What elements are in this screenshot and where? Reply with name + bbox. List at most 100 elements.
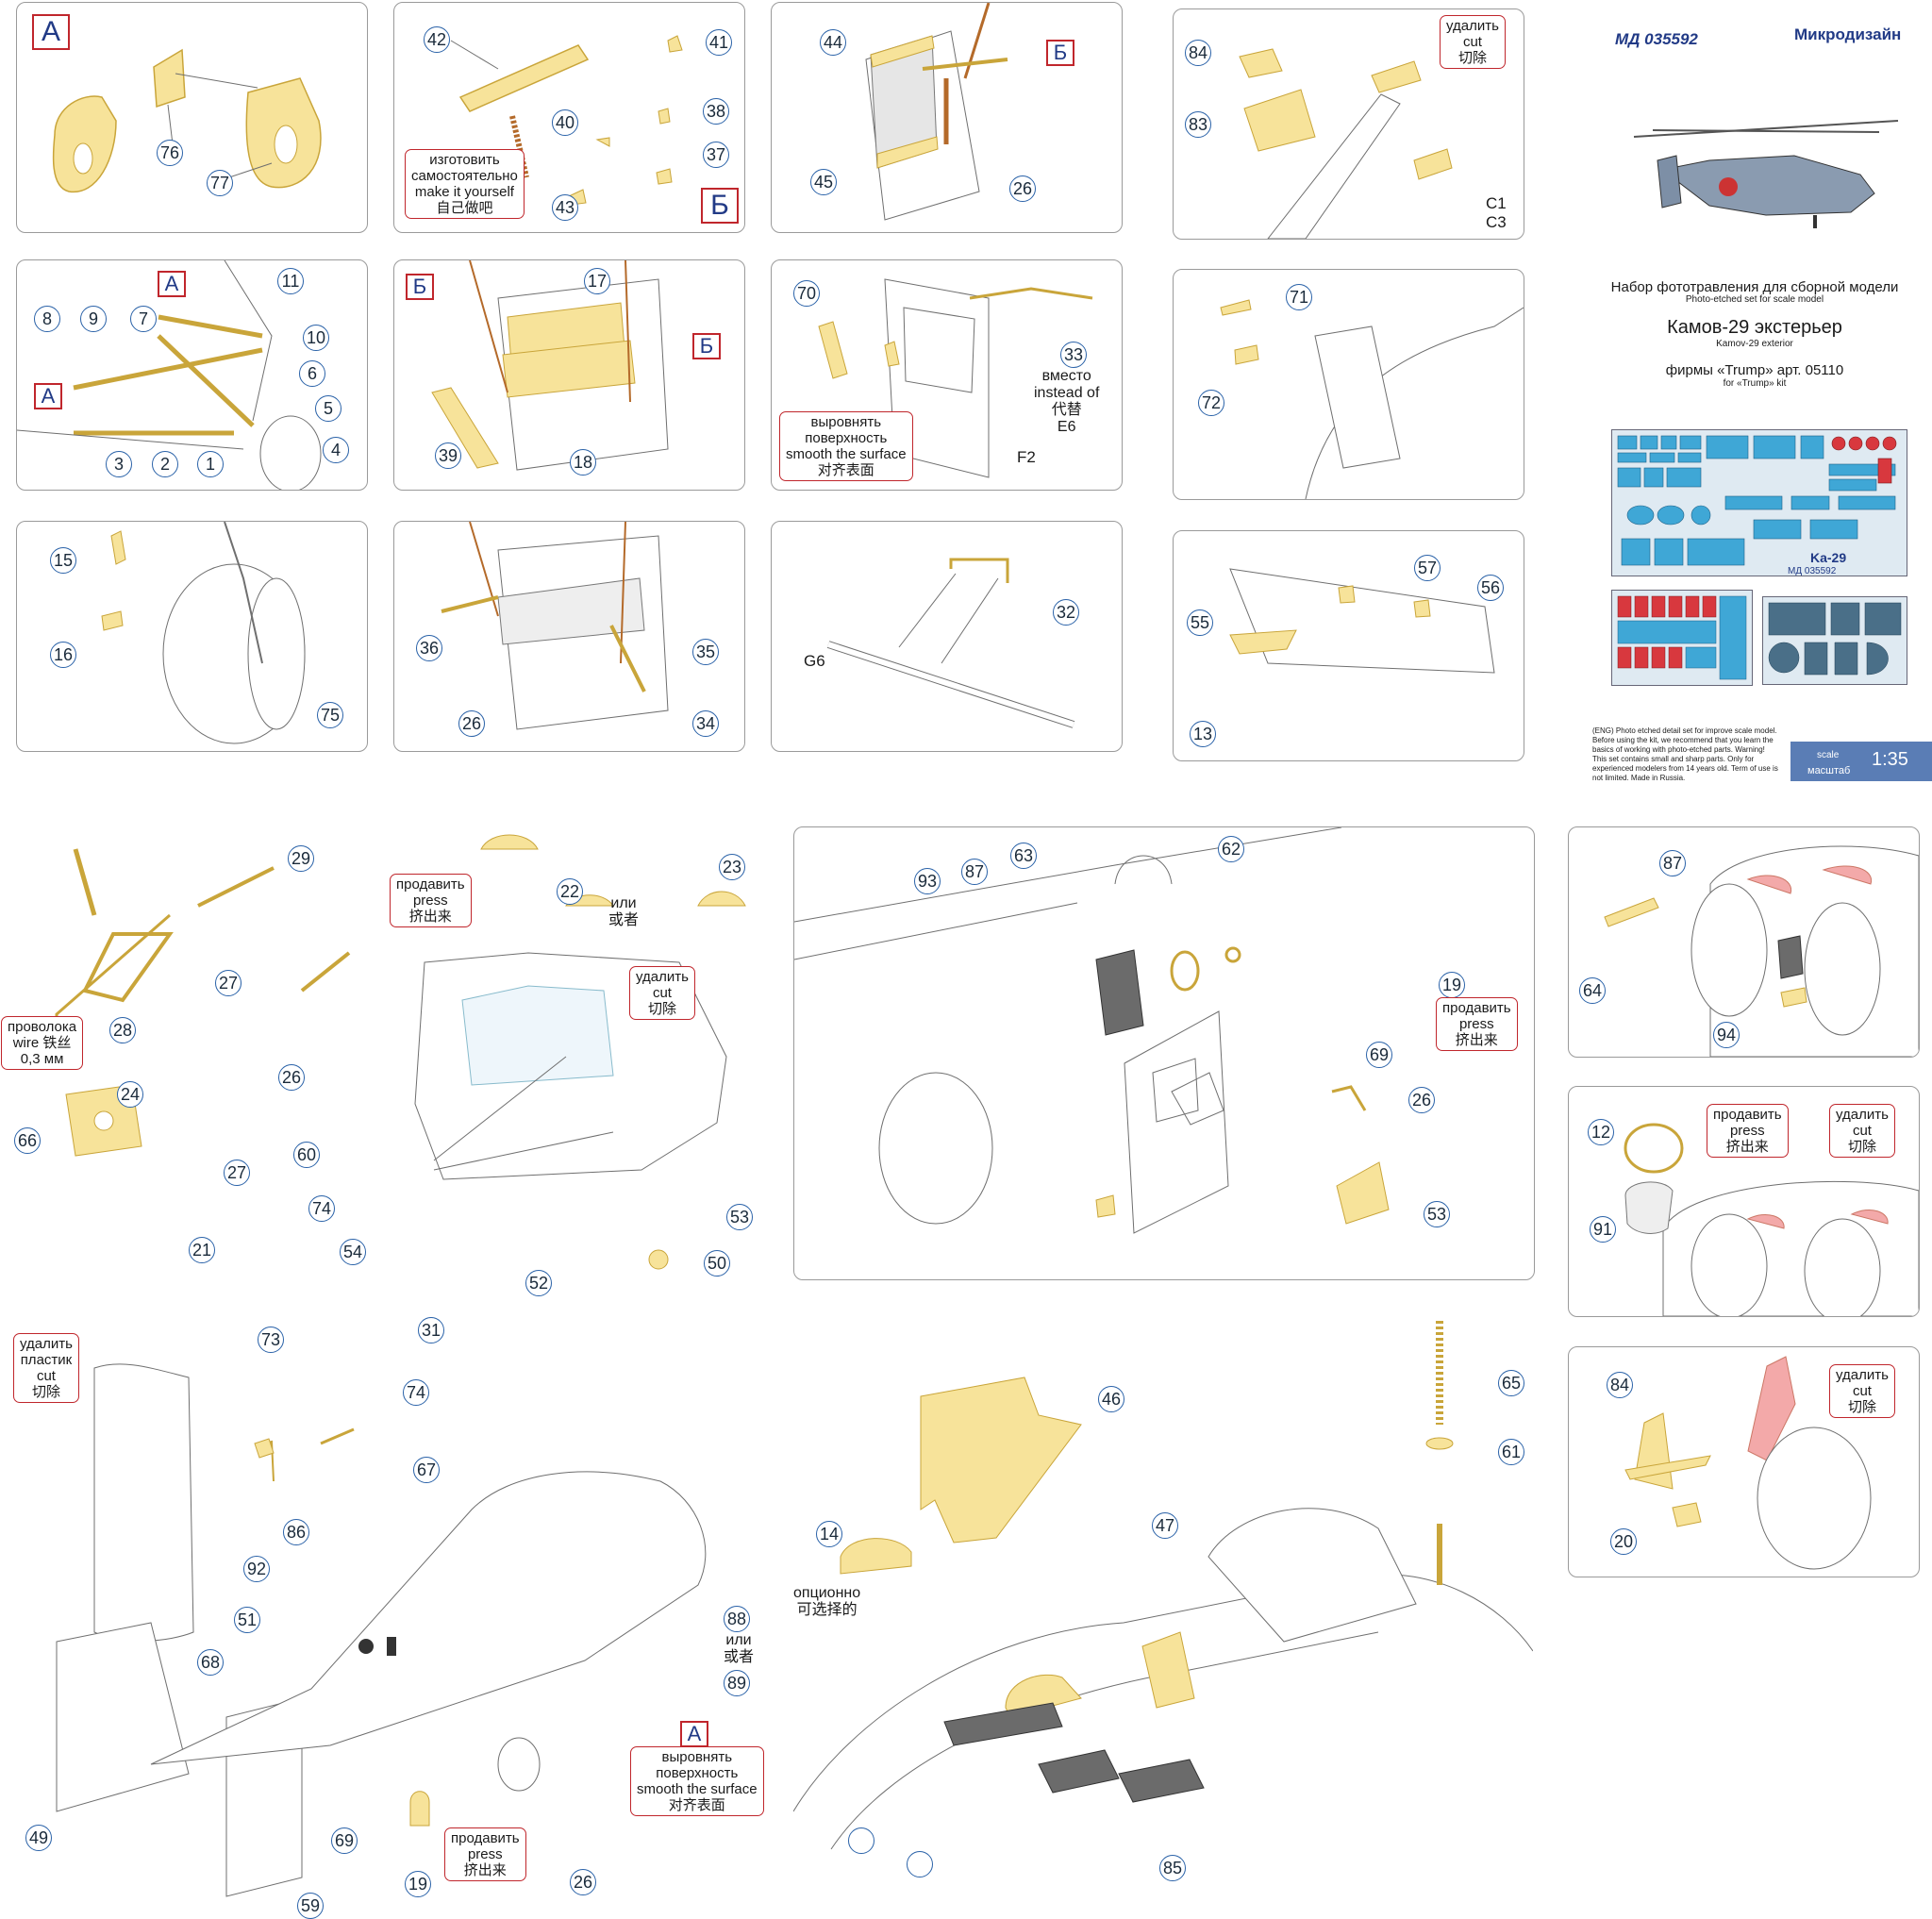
part-15-callout: 15 xyxy=(50,547,76,574)
part-49-callout: 49 xyxy=(25,1825,52,1851)
part-39-callout: 38 xyxy=(703,98,729,125)
fret-sheet-1: Ka-29 МД 035592 xyxy=(1611,429,1907,576)
part-29-callout: 27 xyxy=(215,970,242,996)
part-41-callout: 40 xyxy=(552,109,578,136)
part-87-callout: 88 xyxy=(724,1606,750,1632)
part-10-callout: 10 xyxy=(303,325,329,351)
marker-b: Б xyxy=(406,274,434,300)
part-28-callout: 26 xyxy=(278,1064,305,1091)
fret-sheet-3 xyxy=(1762,596,1907,685)
part-65-callout: 65 xyxy=(1498,1370,1524,1396)
part-70-callout: 70 xyxy=(793,280,820,307)
part-56-callout: 55 xyxy=(1187,609,1213,636)
part-8-callout: 8 xyxy=(34,306,60,332)
marker-b: Б xyxy=(1046,40,1074,66)
part-92-callout: 94 xyxy=(1713,1022,1740,1048)
fret-code: МД 035592 xyxy=(1788,566,1837,576)
part-82-callout: 84 xyxy=(1607,1372,1633,1398)
scale-badge: scale масштаб 1:35 xyxy=(1790,742,1932,781)
part-6-callout: 6 xyxy=(299,360,325,387)
part-75-callout: 74 xyxy=(308,1195,335,1222)
scale-value: 1:35 xyxy=(1872,749,1908,770)
panel-landing-gear-struts: А А 8 9 7 11 10 6 5 4 3 2 1 xyxy=(16,259,368,491)
ref-c3: C3 xyxy=(1486,213,1507,231)
part-57-callout: 56 xyxy=(1477,575,1504,601)
panel-step-ladder-35-37: 36 35 26 34 xyxy=(393,521,745,752)
product-title-en: Kamov-29 exterior xyxy=(1716,339,1793,349)
part-11-callout: 11 xyxy=(277,268,304,294)
panel-parts-77-78: А 76 77 xyxy=(16,2,368,233)
part-46-callout: 45 xyxy=(810,169,837,195)
part-38-callout: 37 xyxy=(703,142,729,168)
part-35-callout: 34 xyxy=(692,710,719,737)
part-18-callout: 18 xyxy=(570,449,596,476)
fret-sheet-2 xyxy=(1611,590,1753,686)
part-81-callout: 84 xyxy=(1185,40,1211,66)
scale-label-ru: масштаб xyxy=(1807,765,1851,776)
part-26-callout: 26 xyxy=(458,710,485,737)
part-58-callout: 57 xyxy=(1414,555,1441,581)
part-83-callout: 85 xyxy=(1159,1855,1186,1881)
part-69-callout: 69 xyxy=(1366,1042,1392,1068)
part-19-callout: 19 xyxy=(1439,972,1465,998)
kit-ref-en: for «Trump» kit xyxy=(1723,378,1787,389)
part-31-callout: 29 xyxy=(288,845,314,872)
marker-a: А xyxy=(32,14,70,50)
marker-b: Б xyxy=(701,188,739,224)
part-27-callout: 27 xyxy=(224,1160,250,1186)
part-26-callout: 26 xyxy=(1009,175,1036,202)
part-20-callout: 20 xyxy=(1610,1528,1637,1555)
part-26-callout: 26 xyxy=(570,1869,596,1895)
part-86-callout: 87 xyxy=(1659,850,1686,876)
panel-parts-13-56-58: 57 56 55 13 xyxy=(1173,530,1524,761)
part-47-callout: 46 xyxy=(1098,1386,1124,1412)
part-17-callout: 17 xyxy=(584,268,610,294)
ref-c1: C1 xyxy=(1486,194,1507,212)
instruction-header: МД 035592 Микродизайн Набор фототравлени… xyxy=(1577,0,1932,793)
ref-f2: F2 xyxy=(1017,448,1036,466)
part-64-callout: 64 xyxy=(1579,977,1606,1004)
panel-wheel-15-16: 15 16 75 xyxy=(16,521,368,752)
part-53-callout: 53 xyxy=(1424,1201,1450,1227)
part-40-callout: 39 xyxy=(435,442,461,469)
part-84-callout: 86 xyxy=(283,1519,309,1545)
panel-parts-71-72: 71 72 xyxy=(1173,269,1524,500)
part-4-callout: 4 xyxy=(323,437,349,463)
part-21-callout: 21 xyxy=(189,1237,215,1263)
part-33-callout: 33 xyxy=(1060,342,1087,368)
part-34-callout: 32 xyxy=(1053,599,1079,626)
part-43-callout: 42 xyxy=(424,26,450,53)
part-63-callout: 63 xyxy=(1010,843,1037,869)
part-71-callout: 71 xyxy=(1286,284,1312,310)
part-32-callout: 31 xyxy=(418,1317,444,1343)
panel-parts-26-45-46: 44 Б 45 26 xyxy=(771,2,1123,233)
part-22-callout: 22 xyxy=(557,878,583,905)
part-85-callout: 87 xyxy=(961,859,988,885)
part-44-callout: 43 xyxy=(552,194,578,221)
part-19-callout: 19 xyxy=(405,1871,431,1897)
part-78-callout: 77 xyxy=(207,170,233,196)
set-title-ru: Набор фототравления для сборной модели xyxy=(1610,279,1899,295)
part-90-callout: 92 xyxy=(243,1556,270,1582)
marker-a: А xyxy=(158,271,186,297)
part-72-callout: 72 xyxy=(1198,390,1224,416)
part-77-callout: 76 xyxy=(157,140,183,166)
panel-step-ladder-17-18: Б 17 Б 39 18 xyxy=(393,259,745,491)
product-title-ru: Камов-29 экстерьер xyxy=(1667,317,1842,338)
set-title-en: Photo-etched set for scale model xyxy=(1685,294,1824,305)
part-12-callout: 12 xyxy=(1588,1119,1614,1145)
part-9-callout: 9 xyxy=(80,306,107,332)
part-91-callout: 93 xyxy=(914,868,941,894)
